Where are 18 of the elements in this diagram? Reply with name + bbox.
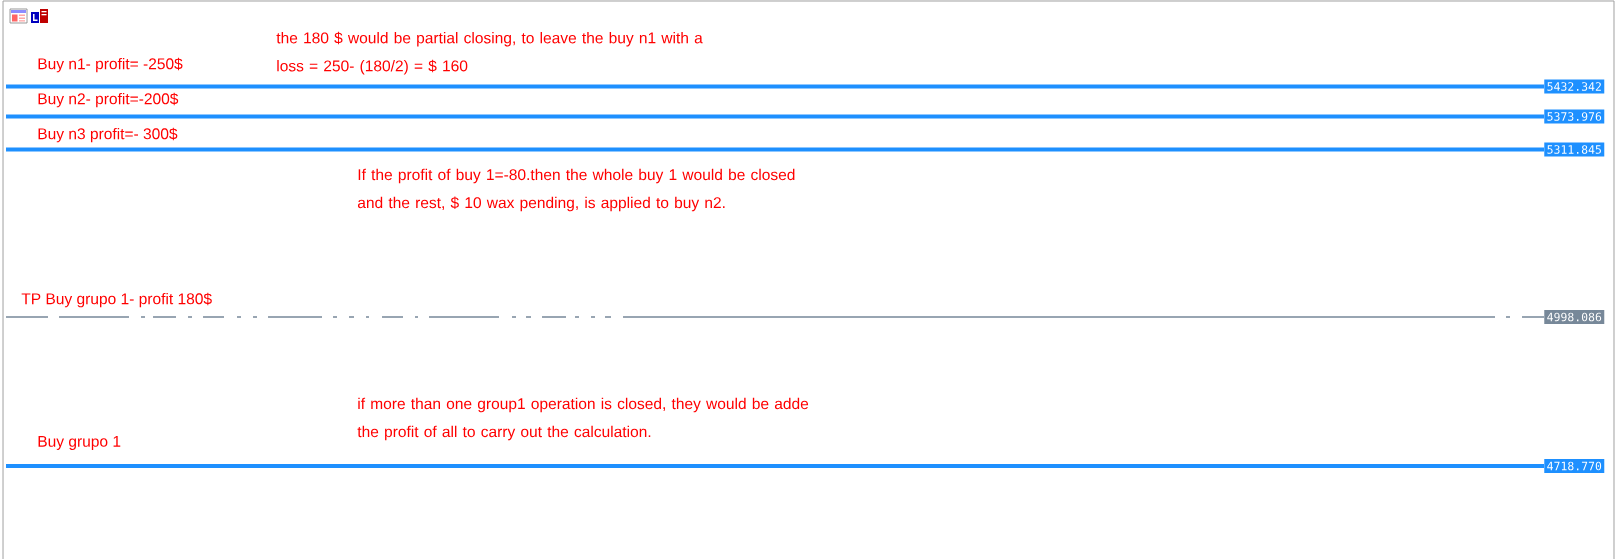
line-label: Buy grupo 1 — [38, 436, 121, 450]
line-label: Buy n2- profit=-200$ — [38, 92, 179, 108]
price-tag: 4718.770 — [1544, 459, 1605, 473]
price-tag: 5311.845 — [1544, 142, 1605, 157]
price-tag: 5432.342 — [1544, 79, 1605, 94]
price-line — [6, 147, 1544, 152]
line-label: Buy n1- profit= -250$ — [38, 57, 183, 73]
price-tag: 4998.086 — [1544, 310, 1605, 324]
price-line — [6, 84, 1544, 89]
price-line — [5, 316, 1545, 318]
price-line — [6, 114, 1544, 119]
note-text: the 180 $ would be partial closing, to leave the buy n1 with a loss = 250- (180/2) = $ 160 — [276, 31, 703, 75]
line-label: TP Buy grupo 1- profit 180$ — [21, 292, 212, 308]
note-text: if more than one group1 operation is closed, they would be adde the profit of all to carry out the calculation. — [357, 397, 809, 441]
price-tag: 5373.976 — [1544, 109, 1605, 124]
price-line — [6, 464, 1544, 468]
line-label: Buy n3 profit=- 300$ — [38, 127, 178, 143]
note-text: If the profit of buy 1=-80.then the whole buy 1 would be closed and the rest, $ 10 wax pending, is applied to buy n2. — [357, 168, 795, 212]
